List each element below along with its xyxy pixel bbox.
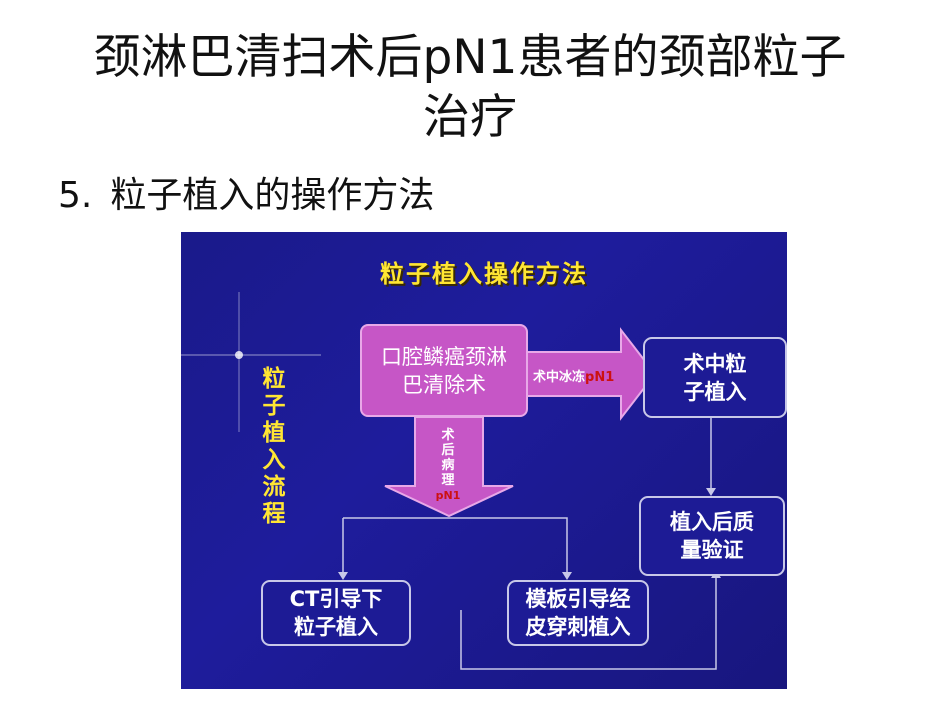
side-label: 粒子植入流程 bbox=[262, 366, 286, 527]
node-ct: CT引导下 粒子植入 bbox=[261, 580, 411, 646]
arrow-down-text: 术后病理 bbox=[441, 428, 455, 488]
arrow-right-shape bbox=[525, 327, 657, 421]
bullet-text: 粒子植入的操作方法 bbox=[110, 175, 435, 216]
bullet-item: 5. 粒子植入的操作方法 bbox=[58, 172, 434, 220]
arrow-right-text: 术中冰冻 bbox=[533, 370, 586, 385]
slide-title-line2: 治疗 bbox=[423, 90, 517, 145]
flow-diagram: 粒子植入操作方法 粒子植入流程 口腔鳞癌颈淋 巴清除术 术中冰冻pN1 术后病理… bbox=[181, 232, 787, 689]
arrow-down-red: pN1 bbox=[435, 489, 461, 502]
diagram-title: 粒子植入操作方法 bbox=[380, 260, 588, 288]
sparkle-decoration bbox=[181, 292, 321, 432]
arrow-down-shape bbox=[384, 416, 514, 518]
slide-title: 颈淋巴清扫术后pN1患者的颈部粒子 治疗 bbox=[40, 28, 900, 148]
node-resection: 口腔鳞癌颈淋 巴清除术 bbox=[360, 324, 528, 417]
connector-lines bbox=[342, 418, 717, 670]
arrow-right-red: pN1 bbox=[585, 370, 615, 385]
bullet-number: 5. bbox=[58, 175, 93, 216]
node-template: 模板引导经 皮穿刺植入 bbox=[507, 580, 649, 646]
arrow-right-label: 术中冰冻pN1 bbox=[533, 366, 614, 385]
diagram-graphics bbox=[181, 292, 721, 670]
arrow-down-label: 术后病理 pN1 bbox=[436, 428, 461, 503]
slide-title-line1: 颈淋巴清扫术后pN1患者的颈部粒子 bbox=[93, 30, 847, 85]
node-intraop: 术中粒 子植入 bbox=[643, 337, 787, 418]
node-qa: 植入后质 量验证 bbox=[639, 496, 785, 576]
